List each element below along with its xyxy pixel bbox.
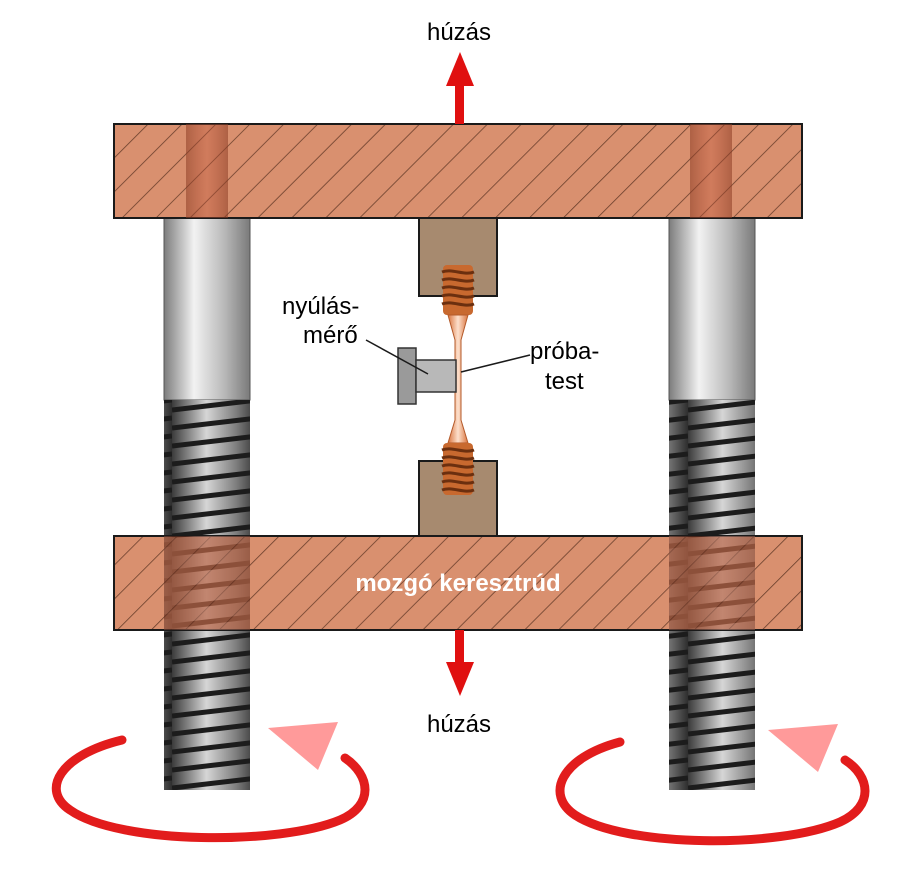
left-column xyxy=(163,217,251,790)
crosshead-label: mozgó keresztrúd xyxy=(355,570,560,597)
specimen-label-line2: test xyxy=(545,368,584,395)
specimen xyxy=(441,265,475,495)
rotation-arrow-right xyxy=(555,724,870,846)
pull-arrow-up xyxy=(446,52,474,124)
specimen-label-line1: próba- xyxy=(530,338,599,365)
pull-label-top: húzás xyxy=(427,19,491,46)
rotation-arrow-left xyxy=(51,722,370,843)
pull-arrow-down xyxy=(446,630,474,696)
top-beam xyxy=(113,123,803,219)
extensometer-label-line1: nyúlás- xyxy=(282,293,359,320)
right-column xyxy=(668,217,756,790)
pull-label-bottom: húzás xyxy=(427,711,491,738)
extensometer-label-line2: mérő xyxy=(303,322,358,349)
extensometer xyxy=(365,339,531,405)
